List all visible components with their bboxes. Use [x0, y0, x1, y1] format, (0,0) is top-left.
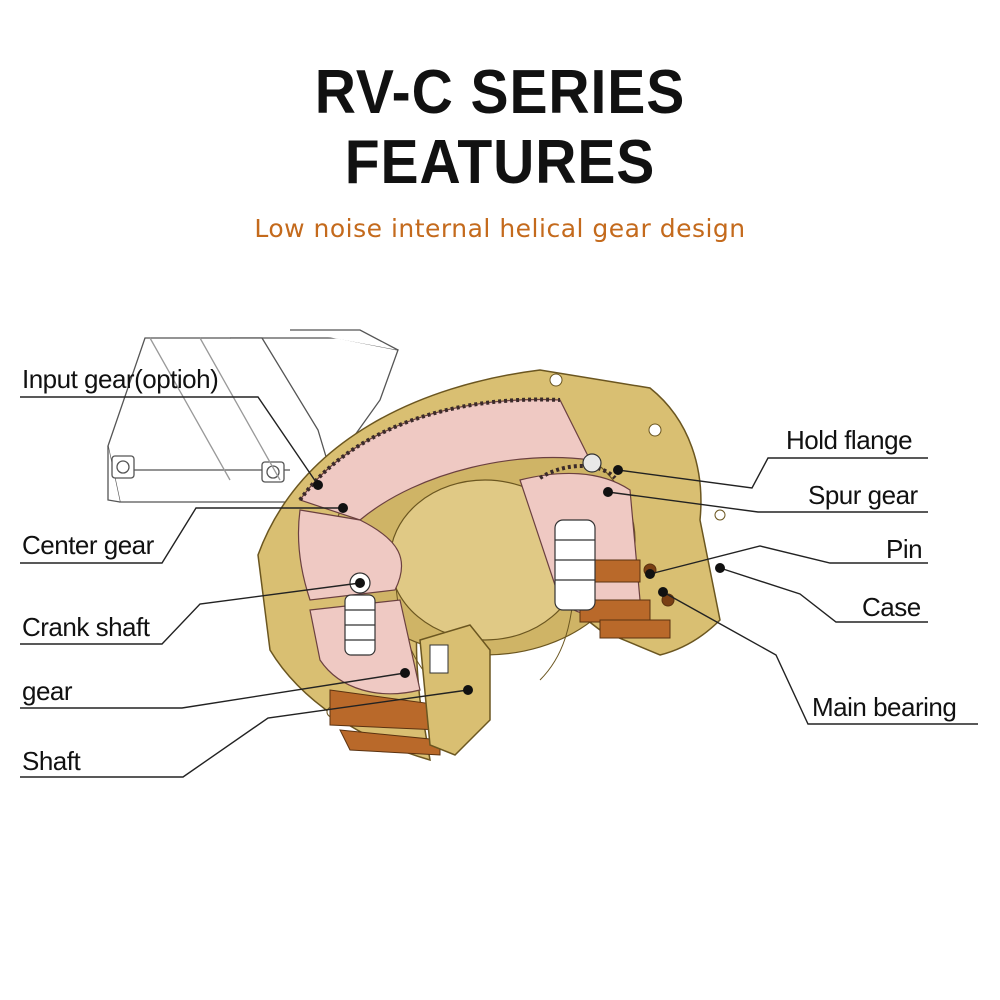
leader-pin [649, 545, 928, 575]
leader-hold-flange [617, 457, 928, 489]
leader-main-bearing [662, 591, 978, 725]
label-spur-gear: Spur gear [808, 480, 918, 510]
title-line-1: RV-C SERIES [314, 58, 686, 127]
label-gear: gear [22, 676, 73, 706]
leader-dots [313, 465, 725, 695]
page-subtitle: Low noise internal helical gear design [254, 214, 746, 243]
label-crank-shaft: Crank shaft [22, 612, 150, 642]
title-line-2: FEATURES [344, 128, 656, 197]
leader-spur-gear [607, 491, 928, 513]
label-input-gear: Input gear(optioh) [22, 364, 219, 394]
leader-center-gear [20, 507, 343, 564]
page-title: RV-C SERIES FEATURES [40, 58, 960, 198]
leader-shaft [20, 689, 469, 778]
label-main-bearing: Main bearing [812, 692, 957, 722]
label-center-gear: Center gear [22, 530, 154, 560]
leader-input-gear [20, 396, 319, 486]
leader-crank-shaft [20, 582, 361, 645]
crank-shafts [344, 453, 602, 656]
leader-gear [20, 672, 406, 709]
label-shaft: Shaft [22, 746, 81, 776]
label-pin: Pin [886, 534, 923, 564]
leader-case [719, 567, 928, 623]
label-case: Case [862, 592, 921, 622]
shaft-block [419, 624, 491, 756]
label-hold-flange: Hold flange [786, 425, 913, 455]
leader-lines [20, 396, 978, 778]
